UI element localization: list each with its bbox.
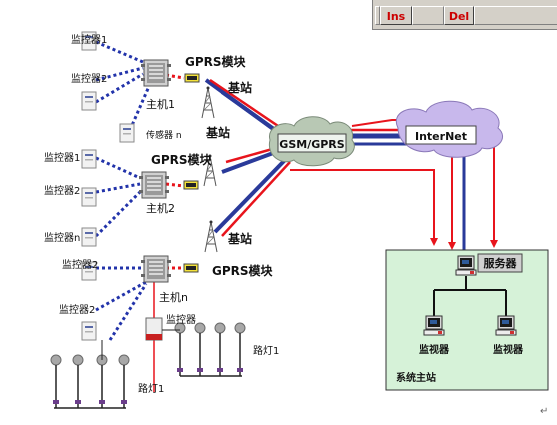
label-monitor-1: 监控器1 xyxy=(71,33,107,46)
label-base-station-3: 基站 xyxy=(227,231,252,246)
label-base-station-2: 基站 xyxy=(205,125,230,140)
gsm-gprs-cloud xyxy=(268,116,355,167)
label-base-station-1: 基站 xyxy=(227,80,252,95)
street-lamp-icon xyxy=(174,322,186,377)
label-host-1: 主机1 xyxy=(146,97,175,111)
toolbar-blank-cell xyxy=(474,6,557,25)
gprs-module-icon xyxy=(183,180,199,190)
host-n-icon xyxy=(140,255,172,283)
monitor-icon xyxy=(81,187,97,207)
return-mark: ↵ xyxy=(540,406,548,417)
label-street-lamp-right: 路灯1 xyxy=(253,344,279,357)
street-lamp-icon xyxy=(96,354,108,409)
label-gprs-module-2: GPRS模块 xyxy=(151,152,213,167)
monitor-computer-icon xyxy=(495,315,517,336)
del-button[interactable]: Del xyxy=(444,6,474,25)
street-lamps-bottom xyxy=(50,340,130,409)
monitor-icon xyxy=(81,321,97,341)
label-viewer-2: 监视器 xyxy=(493,343,524,356)
label-street-lamp-bottom: 路灯1 xyxy=(138,382,164,395)
monitor-icon xyxy=(81,91,97,111)
monitor-icon xyxy=(81,227,97,247)
antenna-tower-icon xyxy=(204,220,218,253)
label-gsm-gprs: GSM/GPRS xyxy=(279,138,344,151)
toolbar-blank-cell xyxy=(412,6,444,25)
street-lamp-icon xyxy=(50,354,62,409)
host-module-links xyxy=(165,73,185,270)
label-gprs-module-3: GPRS模块 xyxy=(212,263,274,278)
server-computer-icon xyxy=(455,255,477,276)
lamp-controller-icon xyxy=(145,317,163,341)
antenna-tower-icon xyxy=(201,86,215,119)
internet-cloud xyxy=(395,100,504,158)
ins-button[interactable]: Ins xyxy=(380,6,412,25)
label-server: 服务器 xyxy=(484,256,518,270)
label-sensor-n: 传感器 n xyxy=(146,129,182,141)
street-lamps-right xyxy=(162,322,246,377)
label-system-station: 系统主站 xyxy=(396,371,436,384)
sensor-icon xyxy=(119,123,135,143)
label-monitor-2c: 监控器2 xyxy=(62,258,98,271)
street-lamp-icon xyxy=(118,354,130,409)
label-monitor-2d: 监控器2 xyxy=(59,303,95,316)
host-2-icon xyxy=(138,171,170,199)
label-monitor-2b: 监控器2 xyxy=(44,184,80,197)
label-host-2: 主机2 xyxy=(146,201,175,215)
street-lamp-icon xyxy=(214,322,226,377)
monitor-icon xyxy=(81,149,97,169)
host-1-icon xyxy=(140,59,172,87)
street-lamp-icon xyxy=(234,322,246,377)
sensor-links xyxy=(94,40,152,341)
server-label-box xyxy=(477,253,523,273)
label-gprs-module-1: GPRS模块 xyxy=(185,54,247,69)
gprs-module-icon xyxy=(184,73,200,83)
server-tree xyxy=(433,276,507,316)
editor-toolbar: Ins Del xyxy=(372,0,557,30)
label-viewer-1: 监视器 xyxy=(419,343,450,356)
label-host-n: 主机n xyxy=(159,290,188,304)
label-lamp-monitor: 监控器 xyxy=(166,313,196,326)
monitor-computer-icon xyxy=(423,315,445,336)
radio-links xyxy=(204,78,291,237)
label-monitor-nb: 监控器n xyxy=(44,231,80,244)
street-lamp-icon xyxy=(194,322,206,377)
label-internet: InterNet xyxy=(415,130,467,143)
gprs-module-icon xyxy=(183,263,199,273)
toolbar-divider xyxy=(375,6,380,25)
street-lamp-icon xyxy=(72,354,84,409)
label-monitor-2: 监控器2 xyxy=(71,72,107,85)
label-monitor-1b: 监控器1 xyxy=(44,151,80,164)
